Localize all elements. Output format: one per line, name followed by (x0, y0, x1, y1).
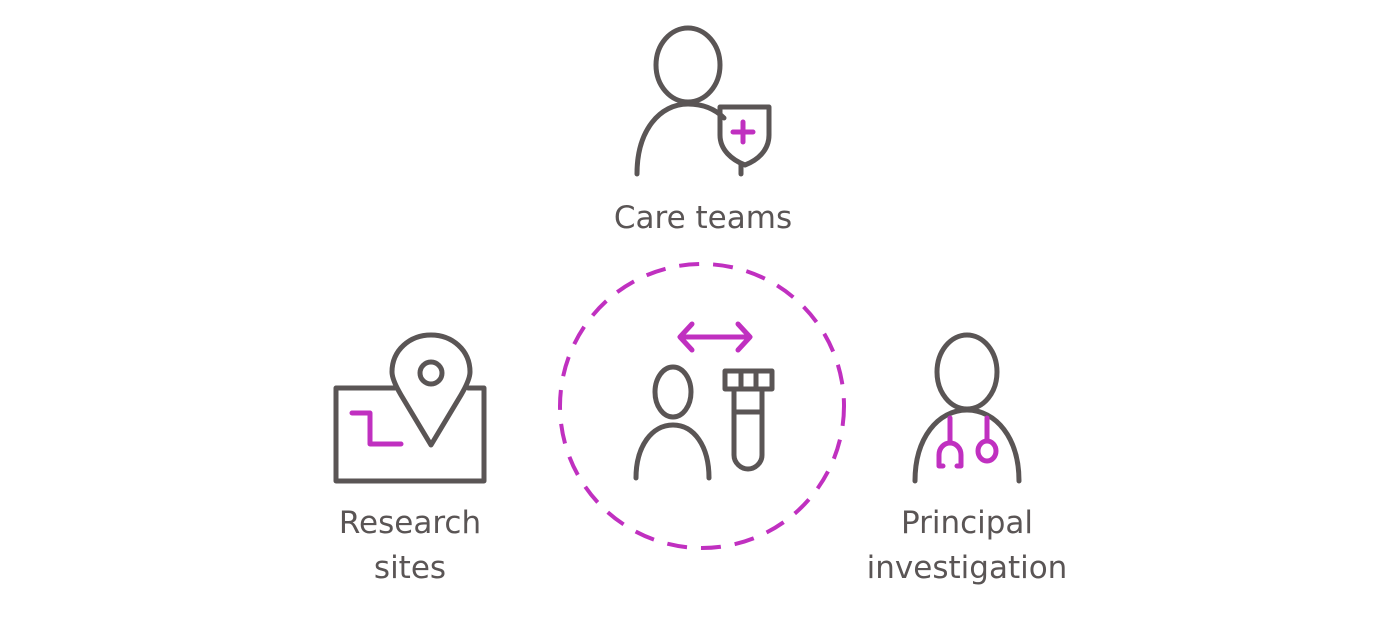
doctor-stethoscope-icon (912, 332, 1022, 484)
research-sites-label-line1: Research (339, 505, 481, 541)
person-shield-icon (634, 25, 772, 177)
dashed-circle (558, 262, 846, 550)
principal-investigation-label-line2: investigation (867, 550, 1068, 586)
research-sites-label-line2: sites (374, 550, 446, 586)
care-teams-label: Care teams (614, 200, 792, 236)
map-pin-icon (333, 332, 487, 484)
principal-investigation-label-line1: Principal (901, 505, 1033, 541)
double-arrow-icon (677, 321, 753, 353)
patient-test-tube-exchange-icon (633, 321, 775, 481)
